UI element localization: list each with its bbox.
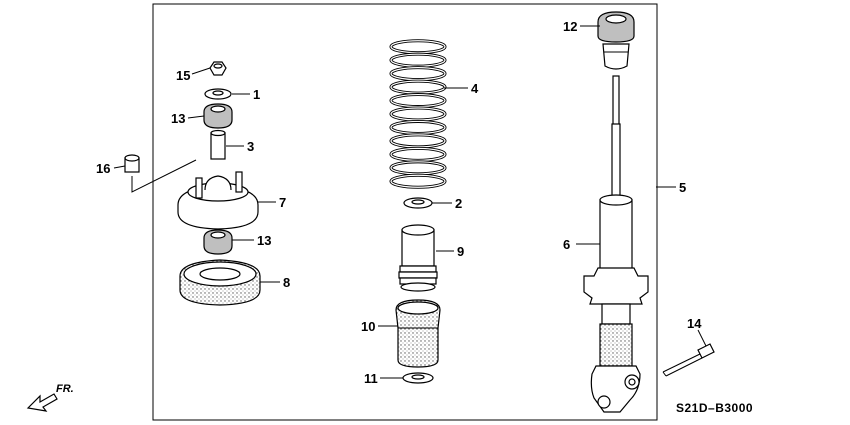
bump-stop-plate-part <box>402 372 434 384</box>
callout-11: 11 <box>364 371 378 386</box>
diagram-frame <box>152 3 658 421</box>
callout-15: 16 <box>96 161 110 176</box>
front-direction-label: FR. <box>56 383 74 395</box>
bump-stop-rubber-part <box>395 299 441 368</box>
callout-16: 15 <box>176 68 190 83</box>
dust-cover-part <box>398 224 438 292</box>
upper-mount-bushing-part <box>203 103 233 129</box>
shock-absorber-body-part <box>583 194 649 413</box>
diagram-code: S21D–B3000 <box>676 401 753 415</box>
self-locking-nut-part <box>209 61 227 76</box>
callout-12: 12 <box>563 19 577 34</box>
shock-absorber-cap-part <box>597 11 635 70</box>
piston-rod-part <box>611 75 621 199</box>
callout-3: 3 <box>247 139 254 154</box>
callout-14: 14 <box>687 316 702 331</box>
callout-10: 10 <box>361 319 375 334</box>
callout-1: 1 <box>253 87 260 102</box>
coil-spring-part <box>389 39 447 189</box>
callout-13-upper: 13 <box>171 111 185 126</box>
callout-13-lower: 13 <box>257 233 271 248</box>
front-direction-arrow-icon <box>26 393 58 412</box>
mount-collar-part <box>210 129 226 160</box>
callout-7: 7 <box>279 195 286 210</box>
callout-2: 2 <box>455 196 462 211</box>
callout-4: 4 <box>471 81 479 96</box>
lower-mount-bushing-part <box>203 229 233 255</box>
callout-6: 6 <box>563 237 570 252</box>
shock-absorber-mounting-base-part <box>177 171 259 230</box>
flange-nut-part <box>124 154 140 173</box>
callout-9: 9 <box>457 244 464 259</box>
spring-mounting-rubber-part <box>179 259 261 306</box>
flange-bolt-part <box>662 343 715 377</box>
spring-seat-washer-part <box>403 197 433 209</box>
callout-5: 5 <box>679 180 686 195</box>
washer-part <box>204 88 232 100</box>
callout-8: 8 <box>283 275 290 290</box>
